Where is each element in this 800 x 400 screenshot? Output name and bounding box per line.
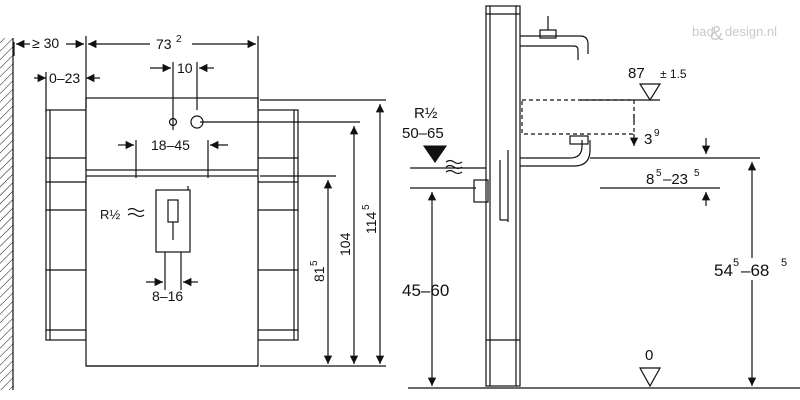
dim-hole-range: 18–45 bbox=[151, 137, 190, 153]
side-supply-height: 45–60 bbox=[402, 281, 449, 300]
dim-width-sup: 2 bbox=[176, 34, 182, 45]
dim-height-81: 81 bbox=[311, 266, 327, 282]
right-side-cabinet bbox=[257, 109, 299, 341]
dim-hole-spacing: 10 bbox=[177, 60, 193, 76]
dim-height-81-sup: 5 bbox=[309, 260, 320, 266]
side-offset-a-sup: 5 bbox=[656, 168, 662, 179]
side-floor-level: 0 bbox=[645, 347, 653, 364]
side-offset-b-sup: 5 bbox=[694, 168, 700, 179]
side-drop-main: 3 bbox=[644, 131, 652, 148]
watermark-left: bad bbox=[692, 24, 714, 39]
side-top-tolerance: ± 1.5 bbox=[660, 67, 687, 81]
wall-hatch bbox=[0, 38, 13, 390]
front-view bbox=[0, 36, 386, 390]
side-connector-range: 50–65 bbox=[402, 125, 444, 142]
wall-tap bbox=[520, 35, 589, 60]
side-drop-sup: 9 bbox=[654, 128, 660, 139]
dim-height-114-sup: 5 bbox=[361, 204, 372, 210]
watermark: bad & design.nl bbox=[692, 23, 777, 45]
dim-height-104: 104 bbox=[337, 232, 353, 256]
dim-wall-clearance: ≥ 30 bbox=[32, 35, 59, 51]
dim-height-114: 114 bbox=[363, 211, 379, 234]
basin-top bbox=[85, 97, 259, 171]
side-connector-label: R½ bbox=[414, 105, 438, 122]
side-top-height: 87 bbox=[628, 65, 645, 82]
dim-width-main: 73 bbox=[156, 36, 172, 52]
front-connector-label: R½ bbox=[100, 207, 120, 222]
side-total-b-sup: 5 bbox=[781, 257, 787, 269]
supply-waves-side bbox=[422, 145, 463, 175]
side-view-labels: R½ 50–65 87 ± 1.5 3 9 8 5 –23 5 45–60 0 … bbox=[402, 65, 796, 364]
side-view bbox=[408, 5, 800, 389]
dim-range-0-23: 0–23 bbox=[49, 70, 80, 86]
side-offset-a: 8 bbox=[646, 171, 654, 188]
front-view-labels: ≥ 30 0–23 73 2 10 18–45 R½ 8–16 81 5 104… bbox=[30, 34, 379, 304]
dim-connector-range: 8–16 bbox=[152, 288, 183, 304]
basin-outline bbox=[521, 99, 635, 135]
watermark-right: design.nl bbox=[725, 24, 777, 39]
left-side-cabinet bbox=[45, 109, 87, 341]
watermark-amp: & bbox=[710, 23, 724, 45]
side-offset-sep: –23 bbox=[663, 171, 688, 188]
mounting-frame bbox=[485, 5, 521, 387]
vanity-body bbox=[85, 175, 259, 367]
side-total-a-sup: 5 bbox=[733, 257, 739, 269]
connector-plate bbox=[155, 189, 191, 253]
side-total-a: 54 bbox=[714, 261, 733, 280]
side-total-sep: –68 bbox=[741, 261, 769, 280]
supply-waves-front bbox=[127, 207, 145, 218]
